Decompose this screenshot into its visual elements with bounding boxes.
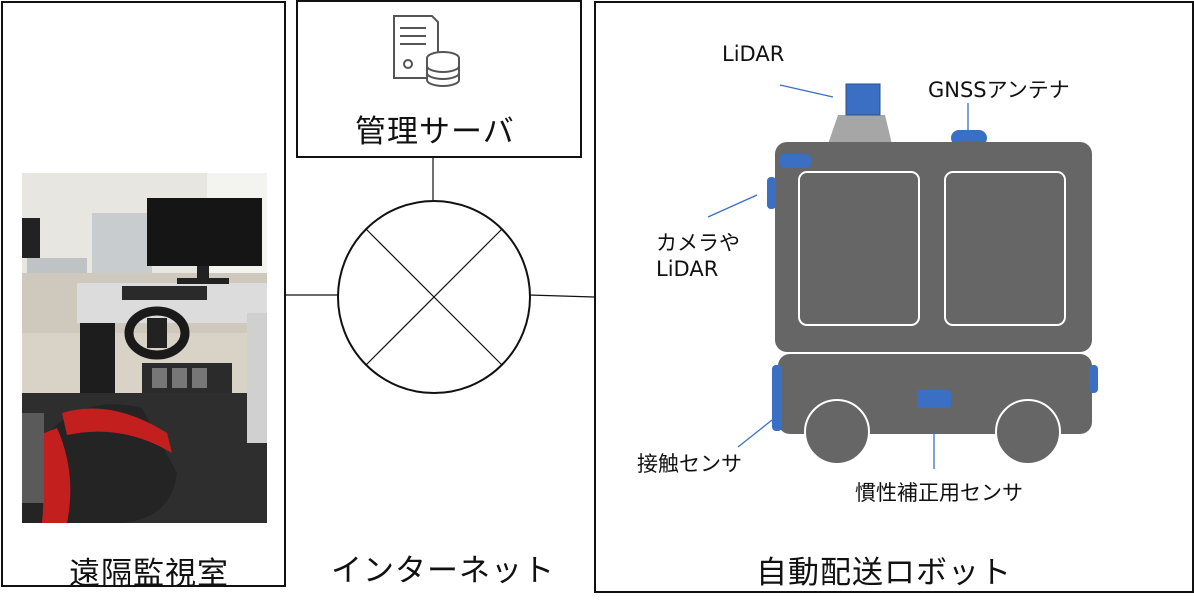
- management-server-box: 管理サーバ: [296, 0, 582, 158]
- contact-sensor-label: 接触センサ: [637, 452, 742, 476]
- delivery-robot-title: 自動配送ロボット: [756, 555, 1012, 591]
- remote-monitoring-title: 遠隔監視室: [69, 556, 229, 592]
- cockpit-photo: [22, 173, 267, 523]
- server-database-icon: [393, 15, 460, 87]
- lidar-top-label: LiDAR: [722, 42, 785, 66]
- internet-title: インターネット: [331, 553, 555, 589]
- camera-lidar-label-line1: カメラや: [656, 231, 740, 255]
- imu-sensor-label: 慣性補正用センサ: [855, 481, 1023, 505]
- management-server-title: 管理サーバ: [355, 114, 515, 150]
- remote-monitoring-panel: 遠隔監視室: [1, 1, 286, 592]
- gnss-antenna-label: GNSSアンテナ: [928, 78, 1070, 102]
- camera-lidar-label-line2: LiDAR: [656, 257, 719, 281]
